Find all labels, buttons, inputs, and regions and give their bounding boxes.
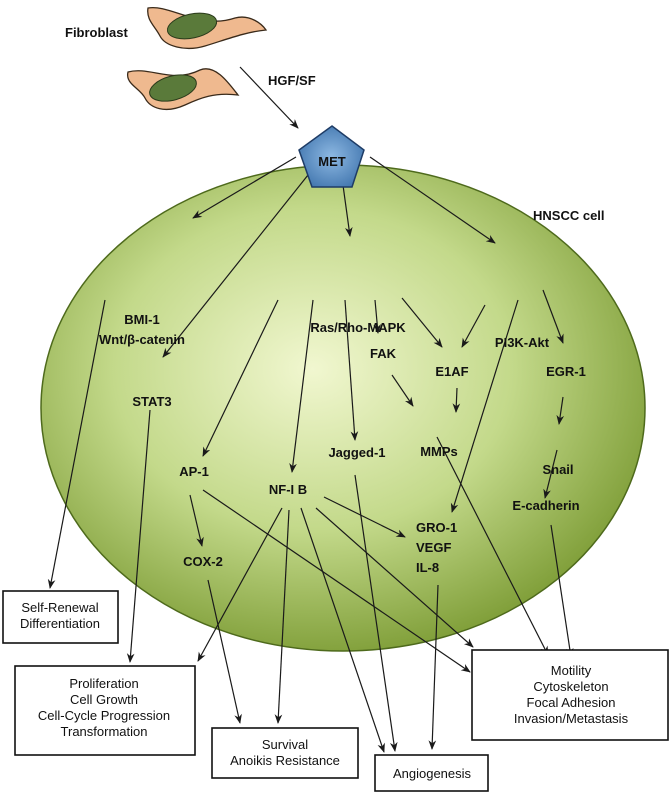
signaling-arrow xyxy=(202,489,471,673)
signaling-arrow xyxy=(300,507,385,753)
arrows-layer xyxy=(47,66,574,753)
signaling-arrow xyxy=(543,449,558,499)
nfkb-label: NF-I B xyxy=(269,482,307,497)
signaling-arrow xyxy=(344,299,359,441)
outcome-line: Differentiation xyxy=(20,616,100,631)
signaling-arrow xyxy=(47,299,106,589)
signaling-arrow xyxy=(239,66,299,129)
cox2-label: COX-2 xyxy=(183,554,223,569)
signaling-arrow xyxy=(461,304,486,348)
fak-label: FAK xyxy=(370,346,397,361)
signaling-arrow xyxy=(369,156,496,244)
outcome-proliferation: Proliferation Cell Growth Cell-Cycle Pro… xyxy=(14,665,196,756)
egr1-label: EGR-1 xyxy=(546,364,586,379)
fibroblast-cell-2 xyxy=(127,68,240,111)
wnt-label: Wnt/β-catenin xyxy=(99,332,185,347)
signaling-arrow xyxy=(556,396,565,425)
signaling-arrow xyxy=(274,509,290,724)
hgf-label: HGF/SF xyxy=(268,73,316,88)
outcome-line: Cell Growth xyxy=(70,692,138,707)
signaling-arrow xyxy=(162,169,313,358)
ap1-label: AP-1 xyxy=(179,464,209,479)
signaling-arrow xyxy=(189,494,204,547)
signaling-arrow xyxy=(289,299,314,473)
signaling-arrow xyxy=(192,156,297,219)
ras-label: Ras/Rho-MAPK xyxy=(310,320,406,335)
hnscc-label: HNSCC cell xyxy=(533,208,605,223)
outcome-line: Survival xyxy=(262,737,308,752)
met-receptor: MET xyxy=(298,125,365,188)
signaling-arrow xyxy=(450,299,519,513)
signaling-arrow xyxy=(391,374,414,407)
signaling-arrow xyxy=(452,387,461,413)
signaling-arrow xyxy=(197,507,283,662)
snail-label: Snail xyxy=(542,462,573,477)
outcome-line: Invasion/Metastasis xyxy=(514,711,629,726)
nucleus-icon xyxy=(149,74,197,102)
outcome-line: Focal Adhesion xyxy=(527,695,616,710)
pi3k-label: PI3K-Akt xyxy=(495,335,550,350)
fibroblast-label: Fibroblast xyxy=(65,25,129,40)
outcome-line: Transformation xyxy=(61,724,148,739)
outcome-angiogenesis: Angiogenesis xyxy=(374,754,489,792)
stat3-label: STAT3 xyxy=(132,394,171,409)
ecadherin-label: E-cadherin xyxy=(512,498,579,513)
jagged-label: Jagged-1 xyxy=(328,445,385,460)
bmi1-label: BMI-1 xyxy=(124,312,159,327)
outcome-self-renewal: Self-Renewal Differentiation xyxy=(2,590,119,644)
signaling-arrow xyxy=(401,297,443,348)
fibroblast-cell-1 xyxy=(147,6,268,50)
met-label: MET xyxy=(318,154,346,169)
outcome-line: Proliferation xyxy=(69,676,138,691)
signaling-arrow xyxy=(202,299,279,457)
signaling-arrow xyxy=(323,496,406,538)
outcome-line: Angiogenesis xyxy=(393,766,472,781)
outcome-line: Anoikis Resistance xyxy=(230,753,340,768)
nucleus-icon xyxy=(166,12,218,40)
signaling-arrow xyxy=(315,507,474,648)
outcome-line: Motility xyxy=(551,663,592,678)
il8-label: IL-8 xyxy=(416,560,439,575)
signaling-arrow xyxy=(126,409,151,663)
outcome-line: Cytoskeleton xyxy=(533,679,608,694)
signaling-arrow xyxy=(354,474,398,752)
e1af-label: E1AF xyxy=(435,364,468,379)
signaling-arrow xyxy=(373,299,382,334)
vegf-label: VEGF xyxy=(416,540,451,555)
gro1-label: GRO-1 xyxy=(416,520,457,535)
signaling-arrow xyxy=(542,289,564,344)
outcome-line: Self-Renewal xyxy=(21,600,98,615)
signaling-arrow xyxy=(436,436,549,656)
signaling-arrow xyxy=(550,524,574,658)
mmps-label: MMPs xyxy=(420,444,458,459)
outcome-survival: Survival Anoikis Resistance xyxy=(211,727,359,779)
signaling-arrow xyxy=(207,579,242,724)
outcome-motility: Motility Cytoskeleton Focal Adhesion Inv… xyxy=(471,649,669,741)
signaling-arrow xyxy=(428,584,439,750)
outcome-line: Cell-Cycle Progression xyxy=(38,708,170,723)
